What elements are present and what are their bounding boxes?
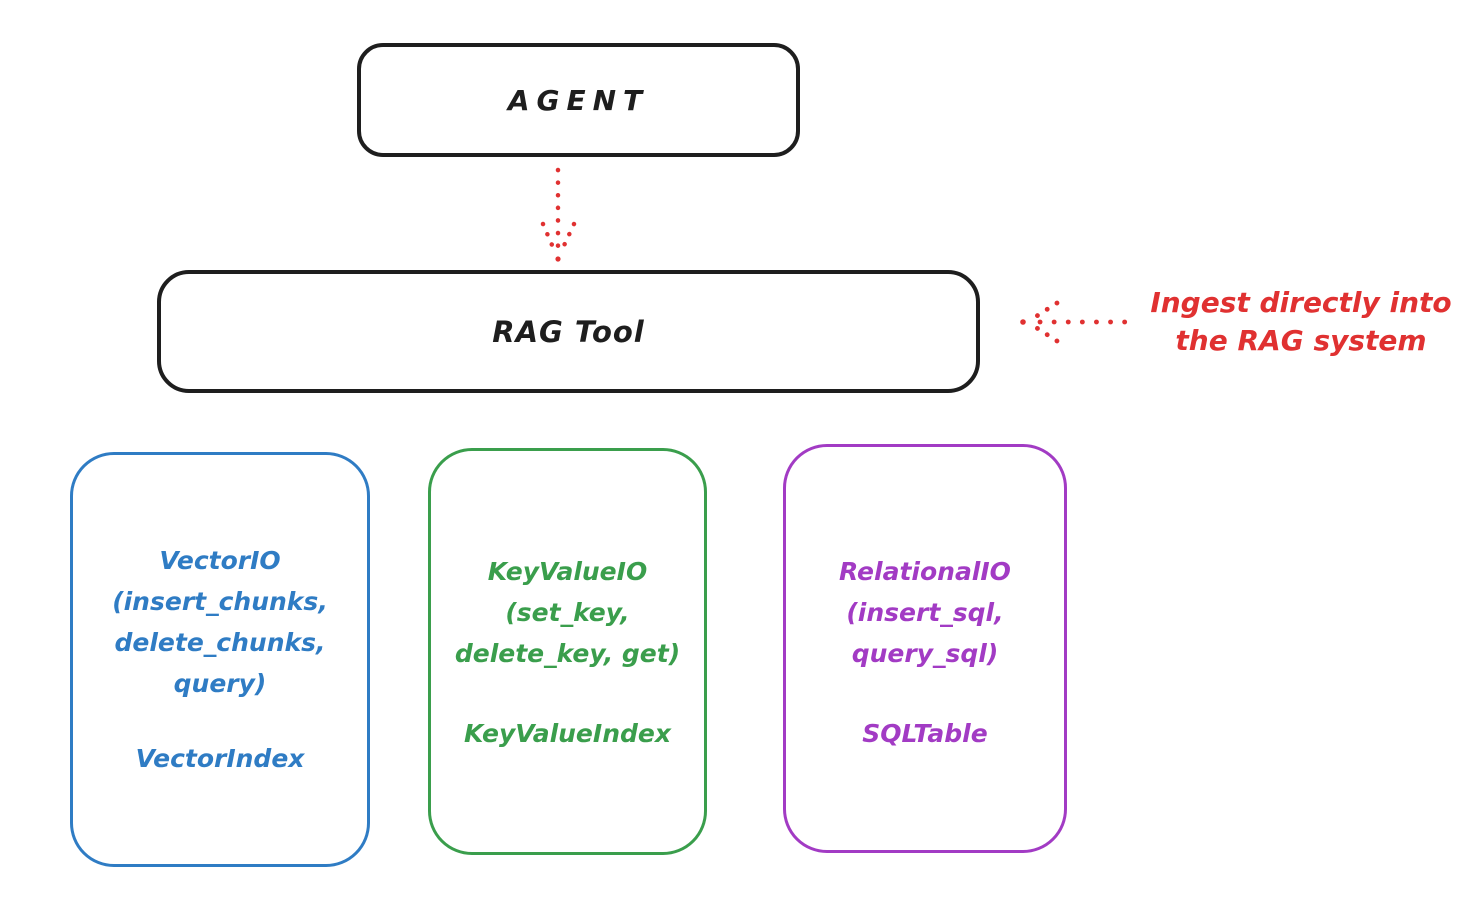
vector-io-line: query) — [173, 669, 267, 698]
vector-io-title: VectorIO (insert_chunks, delete_chunks, … — [73, 540, 367, 704]
rag-tool-label: RAG Tool — [492, 314, 645, 349]
node-relational-io: RelationalIO (insert_sql, query_sql) SQL… — [783, 444, 1067, 853]
vector-index-label: VectorIndex — [135, 744, 305, 773]
ingest-annotation-line-2: the RAG system — [1175, 324, 1427, 357]
vector-io-line: delete_chunks, — [114, 628, 326, 657]
ingest-annotation-arrow-icon — [1020, 300, 1133, 344]
agent-to-rag-arrow-icon — [540, 167, 577, 262]
key-value-io-line: (set_key, — [505, 598, 630, 627]
key-value-index-label: KeyValueIndex — [464, 719, 671, 748]
vector-io-line: (insert_chunks, — [112, 587, 328, 616]
ingest-annotation: Ingest directly into the RAG system — [1133, 284, 1469, 360]
key-value-io-line: delete_key, get) — [454, 639, 681, 668]
sql-table-label: SQLTable — [862, 719, 988, 748]
relational-io-line: (insert_sql, — [846, 598, 1004, 627]
key-value-io-title: KeyValueIO (set_key, delete_key, get) — [431, 551, 704, 674]
node-agent: AGENT — [357, 43, 800, 157]
agent-label: AGENT — [507, 83, 650, 117]
vector-io-line: VectorIO — [159, 546, 281, 575]
relational-io-line: query_sql) — [851, 639, 999, 668]
relational-io-title: RelationalIO (insert_sql, query_sql) — [786, 551, 1064, 674]
node-rag-tool: RAG Tool — [157, 270, 980, 393]
key-value-io-line: KeyValueIO — [487, 557, 648, 586]
node-vector-io: VectorIO (insert_chunks, delete_chunks, … — [70, 452, 370, 867]
node-key-value-io: KeyValueIO (set_key, delete_key, get) Ke… — [428, 448, 707, 855]
relational-io-line: RelationalIO — [839, 557, 1011, 586]
ingest-annotation-line-1: Ingest directly into — [1150, 286, 1452, 319]
